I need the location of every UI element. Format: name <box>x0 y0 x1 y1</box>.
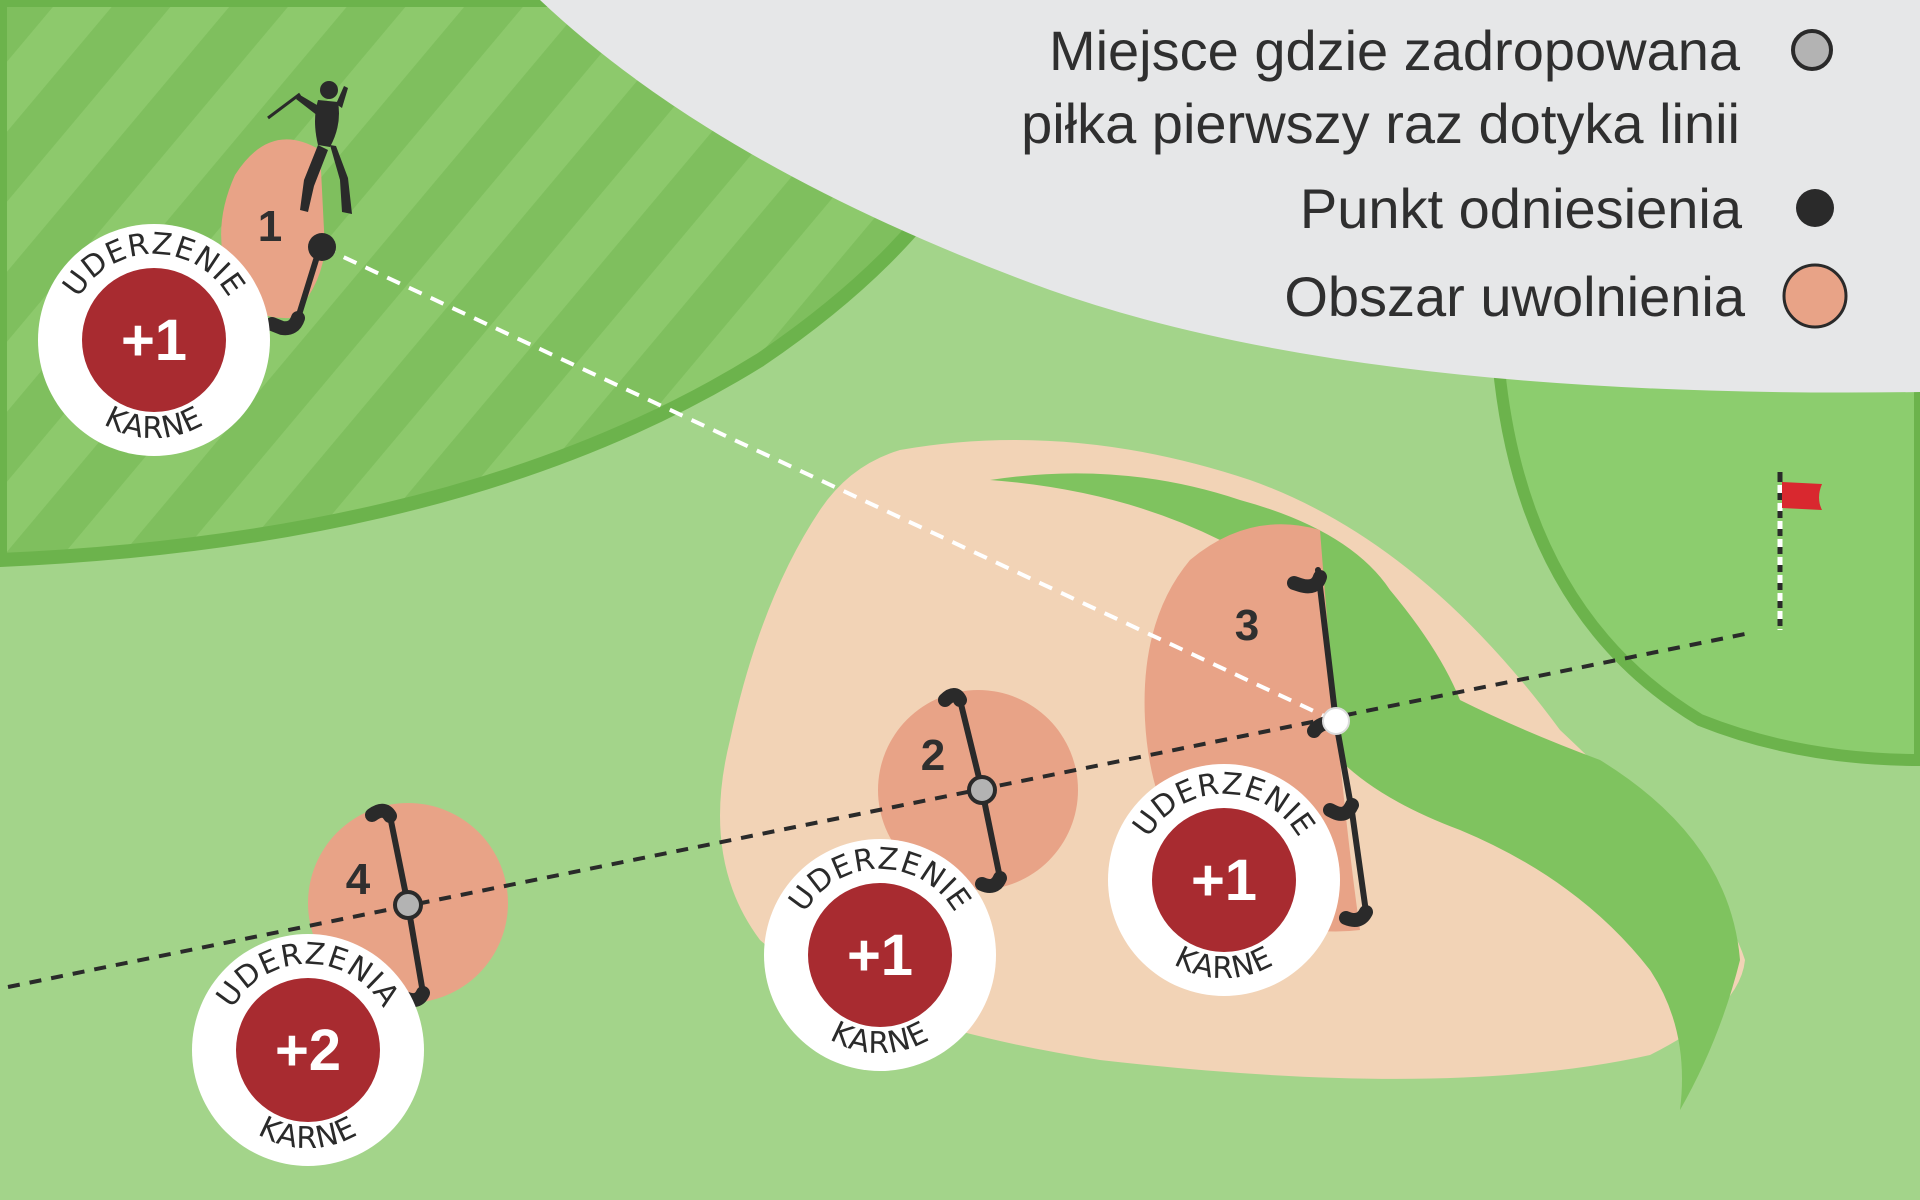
reference-point-1 <box>308 233 336 261</box>
penalty-badge-4: UDERZENIA +2 KARNE <box>192 934 424 1166</box>
badge-1-value: +1 <box>121 308 187 373</box>
legend-relief-area-label: Obszar uwolnienia <box>1284 265 1746 328</box>
drop-point-4 <box>393 890 423 920</box>
legend-drop-point-line1: Miejsce gdzie zadropowana <box>1049 19 1741 82</box>
marker-label-2: 2 <box>921 731 945 780</box>
flag-icon <box>1777 472 1822 630</box>
ball-flight-path <box>321 245 1336 723</box>
badge-3-value: +1 <box>1191 848 1257 913</box>
badge-2-value: +1 <box>847 923 913 988</box>
legend-drop-point-line2: piłka pierwszy raz dotyka linii <box>1021 92 1740 155</box>
legend: Miejsce gdzie zadropowana piłka pierwszy… <box>1021 19 1848 329</box>
legend-reference-point-symbol <box>1796 189 1834 227</box>
drop-point-2 <box>967 775 997 805</box>
legend-reference-point-label: Punkt odniesienia <box>1300 177 1743 240</box>
bunker-grass-lip <box>990 473 1740 1110</box>
legend-panel <box>540 0 1920 393</box>
marker-label-4: 4 <box>346 855 371 904</box>
marker-label-1: 1 <box>258 202 282 251</box>
putting-green <box>1488 294 1920 767</box>
penalty-badge-2: UDERZENIE +1 KARNE <box>764 839 996 1071</box>
legend-drop-point-symbol <box>1791 29 1833 71</box>
golf-ball <box>1322 707 1350 735</box>
penalty-badge-1: UDERZENIE +1 KARNE <box>38 224 270 456</box>
penalty-badge-3: UDERZENIE +1 KARNE <box>1108 764 1340 996</box>
marker-label-3: 3 <box>1235 601 1259 650</box>
reference-line <box>7 632 1746 989</box>
golfer-icon <box>267 81 352 214</box>
badge-4-value: +2 <box>275 1018 341 1083</box>
legend-relief-area-symbol <box>1782 263 1848 329</box>
